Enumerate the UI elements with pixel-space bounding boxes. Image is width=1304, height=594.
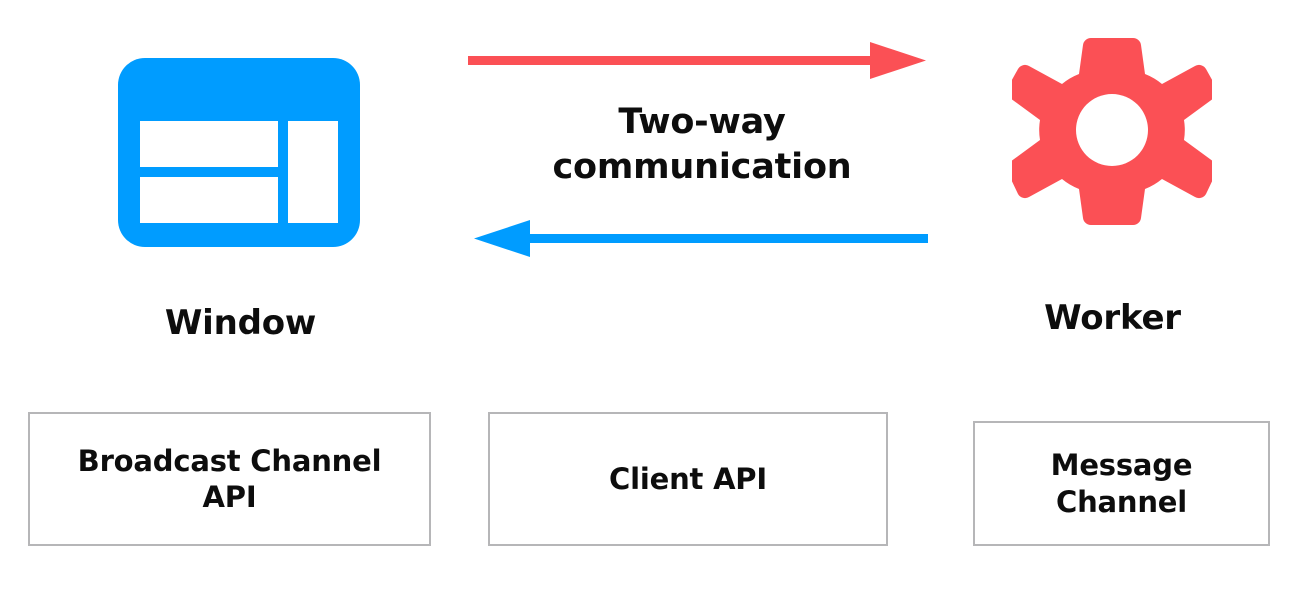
window-icon <box>118 58 360 247</box>
node-label-worker: Worker <box>1044 298 1181 338</box>
api-box-broadcast-line-2: API <box>202 480 257 514</box>
gear-icon <box>1012 30 1212 250</box>
window-pane-right <box>288 121 338 223</box>
api-box-message-line-1: Message <box>1050 448 1193 483</box>
node-label-window: Window <box>164 303 317 343</box>
api-box-broadcast-line-1: Broadcast Channel <box>77 443 382 478</box>
arrow-window-to-worker <box>468 42 926 79</box>
api-box-client-api-text: Client API <box>609 461 767 496</box>
api-box-message-line-2: Channel <box>1056 484 1187 519</box>
connection-caption: Two-way communication <box>452 100 952 190</box>
window-pane-top-left <box>140 121 278 167</box>
connection-caption-line-2: communication <box>552 146 852 187</box>
connection-caption-line-1: Two-way <box>618 102 786 142</box>
arrow-worker-to-window <box>474 220 928 257</box>
api-box-client-api[interactable]: Client API <box>488 412 888 546</box>
window-pane-bottom-left <box>140 177 278 223</box>
